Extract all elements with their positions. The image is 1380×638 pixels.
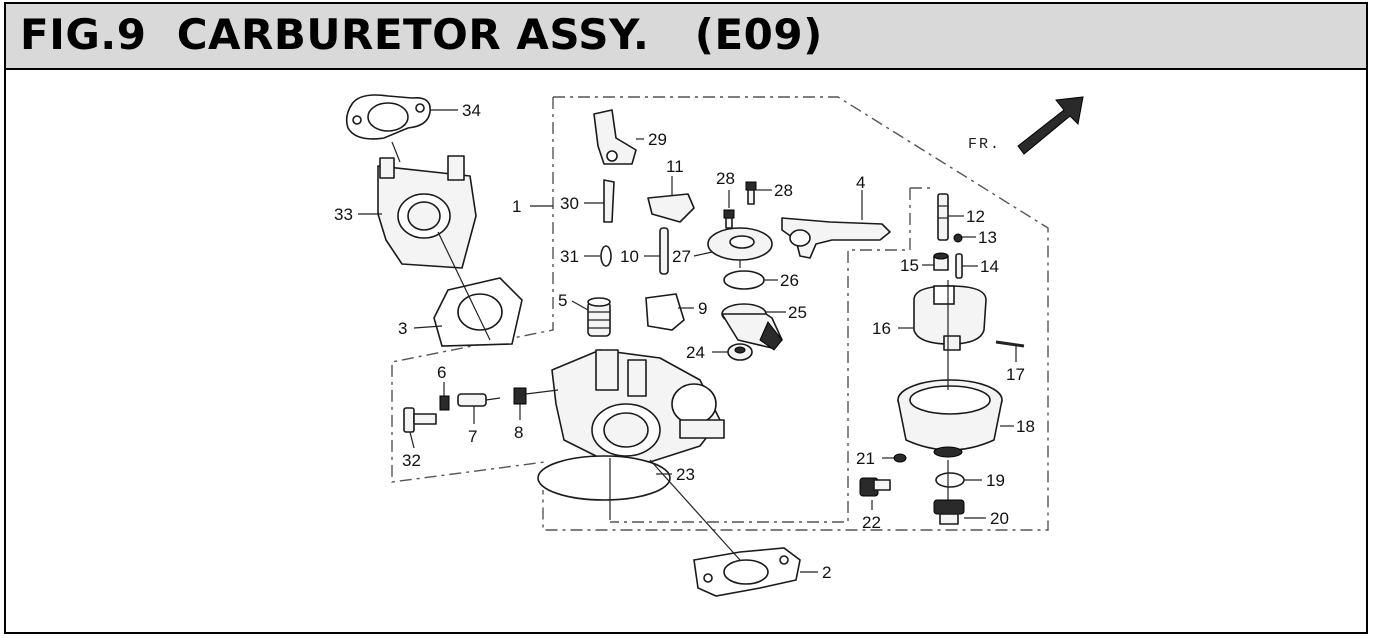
jet-13 [953,233,963,243]
part-label-8: 8 [514,423,523,442]
group-boundary-float [610,188,911,523]
screw-28-right [745,181,757,205]
part-label-33: 33 [334,205,353,224]
choke-lever-25 [721,303,783,351]
gasket-9 [645,293,685,331]
group-boundary-left [391,97,554,483]
part-label-2: 2 [822,563,831,582]
pin-14 [955,253,963,279]
part-label-23: 23 [676,465,695,484]
leader-lines [358,109,1017,573]
part-label-4: 4 [856,173,865,192]
part-label-22: 22 [862,513,881,532]
part-label-18: 18 [1016,417,1035,436]
part-labels: 34 33 3 1 5 6 7 8 32 9 10 11 29 30 31 27… [334,101,1035,582]
part-label-15: 15 [900,256,919,275]
choke-valve-29 [593,109,637,165]
washer-21 [893,453,907,463]
float-pin-17 [995,340,1025,348]
spring-8 [513,387,527,405]
main-nozzle-12 [937,193,949,241]
part-label-3: 3 [398,319,407,338]
insulator-33 [377,155,477,269]
float-pin-30 [603,179,615,223]
needle-10 [659,227,669,275]
part-label-5: 5 [558,291,567,310]
direction-label: FR. [968,136,1001,153]
part-label-7: 7 [468,427,477,446]
part-label-27: 27 [672,247,691,266]
float-16 [913,285,987,351]
part-label-14: 14 [980,257,999,276]
part-label-32: 32 [402,451,421,470]
gasket-2 [693,547,801,597]
throttle-lever-4 [781,217,891,259]
part-label-19: 19 [986,471,1005,490]
spring-6 [439,395,450,411]
part-label-34: 34 [462,101,481,120]
washer-19 [935,472,965,488]
float-valve-11 [647,193,695,223]
main-jet-15 [933,252,949,271]
part-label-29: 29 [648,130,667,149]
part-label-25: 25 [788,303,807,322]
title-bar: FIG.9 CARBURETOR ASSY. (E09) [6,4,1366,70]
plate-27 [707,227,773,261]
diagram-frame: FIG.9 CARBURETOR ASSY. (E09) [4,2,1368,634]
part-label-26: 26 [780,271,799,290]
o-ring-26 [723,270,765,290]
part-label-13: 13 [978,228,997,247]
main-jet-holder-5 [587,297,611,337]
gasket-insulator-34 [345,94,431,140]
part-label-21: 21 [856,449,875,468]
front-direction-arrow [1017,96,1084,155]
part-label-17: 17 [1006,365,1025,384]
part-label-24: 24 [686,343,705,362]
drain-screw-22 [859,477,891,497]
part-label-28-left: 28 [716,169,735,188]
part-label-16: 16 [872,319,891,338]
drain-bolt-20 [933,499,965,525]
part-label-6: 6 [437,363,446,382]
carburetor-gasket-3 [433,277,523,347]
clip-31 [600,245,612,267]
part-label-10: 10 [620,247,639,266]
spring-24 [727,343,753,361]
part-label-20: 20 [990,509,1009,528]
part-label-9: 9 [698,299,707,318]
carburetor-body [537,349,725,501]
screw-28-left [723,209,735,229]
pilot-screw-32 [403,407,437,433]
part-label-31: 31 [560,247,579,266]
part-label-1: 1 [512,197,521,216]
figure-title: FIG.9 CARBURETOR ASSY. (E09) [20,10,823,59]
part-label-11: 11 [666,157,684,176]
throttle-stop-screw-7 [457,393,501,407]
part-label-12: 12 [966,207,985,226]
part-label-30: 30 [560,194,579,213]
part-label-28-right: 28 [774,181,793,200]
float-chamber-18 [897,379,1003,458]
group-boundary-main [542,96,1049,531]
